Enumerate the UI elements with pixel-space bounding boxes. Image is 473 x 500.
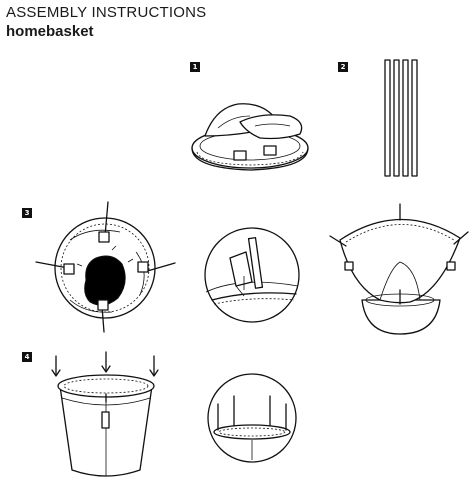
step-2-badge: 2: [338, 62, 348, 72]
step-3-side-view-illustration: [329, 203, 469, 335]
document-header: ASSEMBLY INSTRUCTIONS homebasket: [6, 3, 206, 41]
step-4-assembled-basket-illustration: [51, 351, 159, 477]
step-4-badge: 4: [22, 352, 32, 362]
step-1-folded-basket-illustration: [191, 103, 309, 171]
product-name: homebasket: [6, 23, 94, 40]
step-1-badge: 1: [190, 62, 200, 72]
step-3-detail-illustration: [204, 227, 300, 323]
step-3-badge: 3: [22, 208, 32, 218]
step-3-top-view-illustration: [35, 201, 176, 333]
document-title: ASSEMBLY INSTRUCTIONS: [6, 4, 207, 21]
step-2-poles-illustration: [384, 59, 418, 177]
step-4-detail-illustration: [207, 373, 297, 463]
